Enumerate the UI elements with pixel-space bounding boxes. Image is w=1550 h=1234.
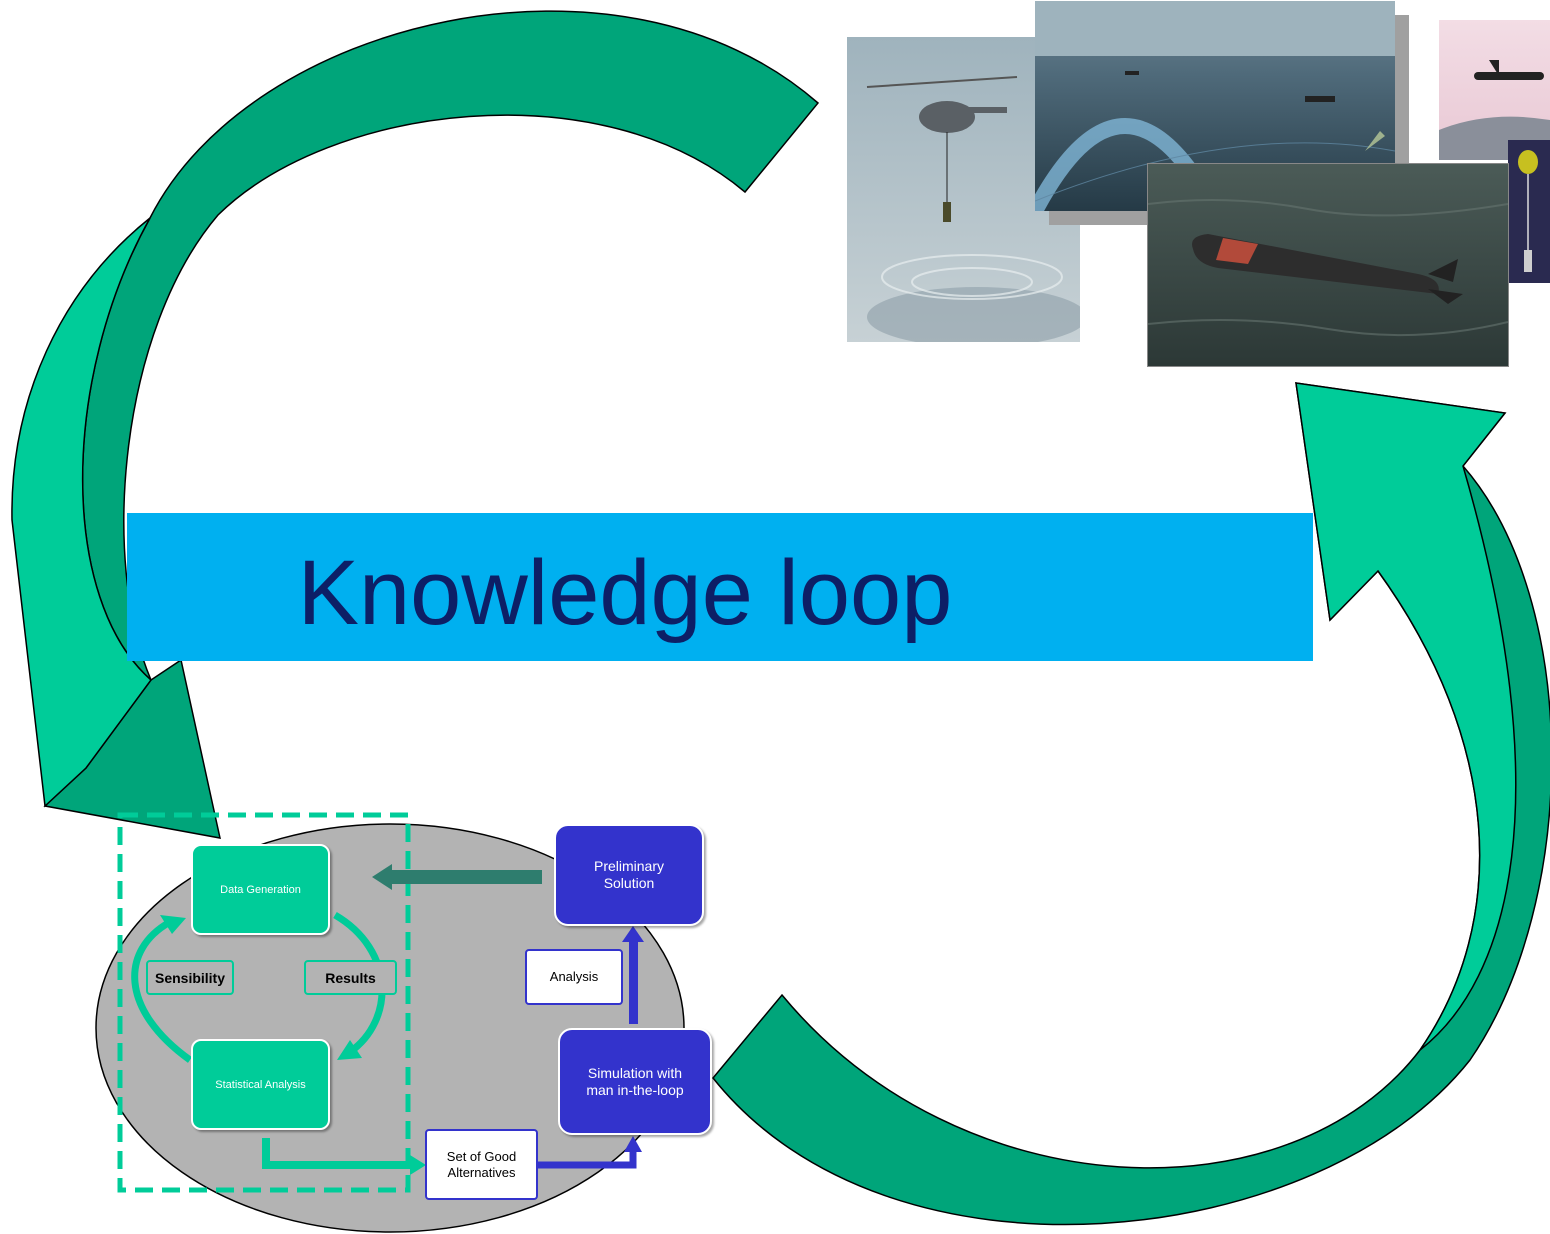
results-box: Results [304,960,397,995]
sensibility-box: Sensibility [146,960,234,995]
to-simulation-arrow [538,1150,637,1169]
simulation-line1: Simulation with [587,1064,683,1081]
preliminary-solution-label: Preliminary Solution [594,858,664,892]
alternatives-arrowhead [410,1155,426,1175]
statistical-analysis-box: Statistical Analysis [191,1039,330,1130]
loop-arrow-left-band [11,217,153,808]
results-label: Results [325,969,376,986]
dashed-group-frame [117,812,411,1193]
loop-arrow-top-left [43,10,820,839]
feedback-arrow-shaft [390,870,542,884]
analysis-label: Analysis [549,969,599,984]
alternatives-box: Set of Good Alternatives [425,1129,538,1200]
to-simulation-arrowhead [624,1136,642,1152]
alternatives-line2: Alternatives [447,1164,516,1180]
data-generation-label: Data Generation [220,883,301,896]
simulation-label: Simulation with man in-the-loop [586,1065,683,1099]
aircraft-buoy-photo [1439,20,1550,160]
sensibility-label: Sensibility [154,969,226,986]
alternatives-label: Set of Good Alternatives [447,1149,516,1181]
sensibility-arc-arrow [131,918,193,1063]
simulation-box: Simulation with man in-the-loop [558,1028,712,1135]
alternatives-arrow [262,1138,412,1169]
statistical-analysis-label: Statistical Analysis [215,1078,306,1091]
data-generation-box: Data Generation [191,844,330,935]
loop-arrow-right-band [1295,382,1517,1051]
page-title: Knowledge loop [297,542,953,644]
analysis-box: Analysis [525,949,623,1005]
to-solution-shaft [629,940,638,1024]
sensibility-arrowhead [160,915,186,934]
results-arrowhead [337,1040,362,1060]
to-solution-arrowhead [622,926,644,942]
preliminary-solution-box: Preliminary Solution [554,824,704,926]
sonobuoy-photo [1508,140,1550,283]
torpedo-photo [1147,163,1509,367]
torpedo-icon [1148,164,1508,366]
simulation-line2: man in-the-loop [586,1081,684,1098]
title-band: Knowledge loop [127,513,1313,661]
alternatives-line1: Set of Good [446,1148,517,1164]
preliminary-solution-line1: Preliminary [593,858,664,874]
feedback-arrowhead [372,864,392,890]
preliminary-solution-line2: Solution [603,875,655,891]
